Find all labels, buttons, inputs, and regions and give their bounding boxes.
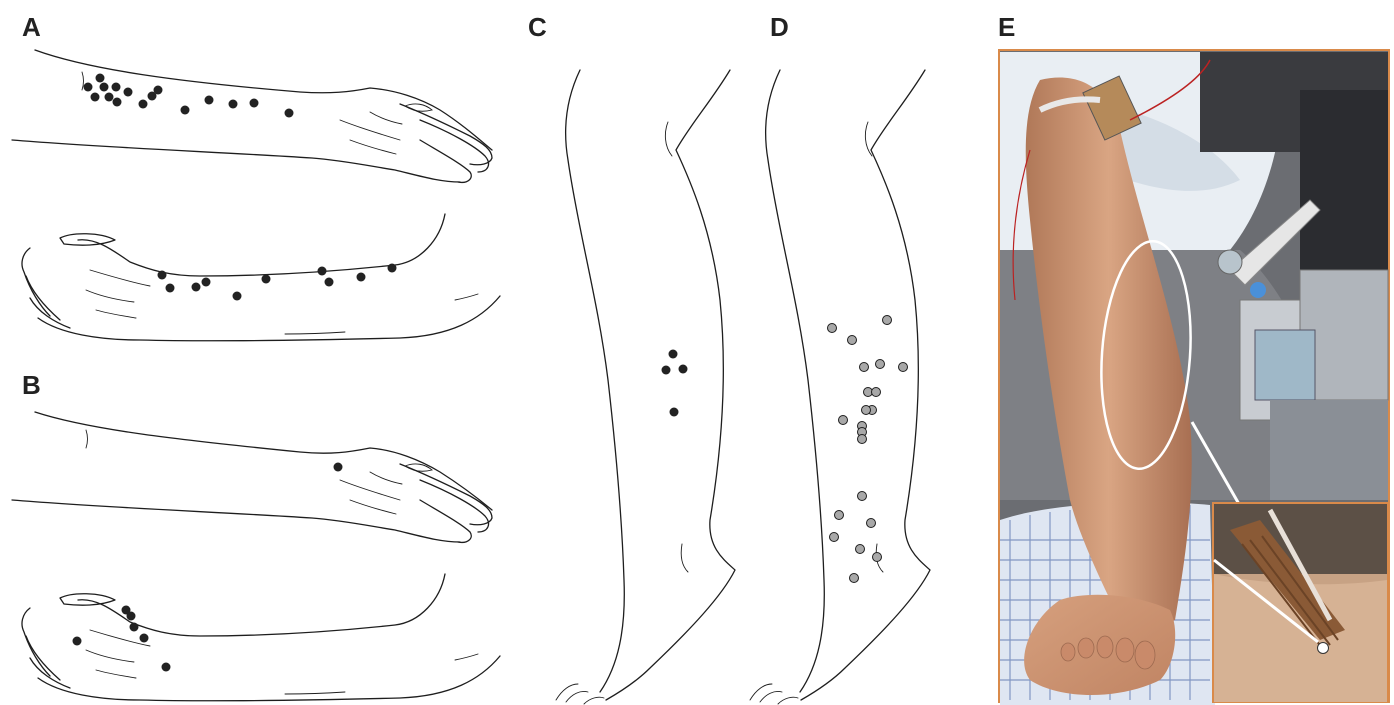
stimulation-site-dot (192, 283, 201, 292)
stimulation-site-dot (839, 416, 848, 425)
stimulation-site-dot (679, 365, 688, 374)
stimulation-site-dot (96, 74, 105, 83)
stimulation-site-dot (285, 109, 294, 118)
stimulation-sites-d (828, 316, 908, 583)
stimulation-site-dot (100, 83, 109, 92)
stimulation-site-dot (127, 612, 136, 621)
arm-a-dorsal (12, 50, 492, 182)
stimulation-site-dot (388, 264, 397, 273)
stimulation-site-dot (229, 100, 238, 109)
stimulation-site-dot (850, 574, 859, 583)
stimulation-site-dot (835, 511, 844, 520)
stimulation-site-dot (858, 435, 867, 444)
stimulation-site-dot (856, 545, 865, 554)
stimulation-sites-a-dorsal (84, 74, 294, 118)
stimulation-site-dot (334, 463, 343, 472)
stimulation-site-dot (670, 408, 679, 417)
stimulation-site-dot (233, 292, 242, 301)
stimulation-site-dot (858, 492, 867, 501)
stimulation-site-dot (166, 284, 175, 293)
stimulation-site-dot (876, 360, 885, 369)
stimulation-site-dot (867, 519, 876, 528)
leg-d (750, 70, 930, 704)
stimulation-site-dot (91, 93, 100, 102)
arm-b-palmar (22, 574, 500, 701)
stimulation-sites-c (662, 350, 688, 417)
stimulation-site-dot (872, 388, 881, 397)
stimulation-site-dot (250, 99, 259, 108)
stimulation-site-dot (73, 637, 82, 646)
stimulation-site-dot (124, 88, 133, 97)
stimulation-site-dot (357, 273, 366, 282)
arm-b-dorsal (12, 412, 492, 542)
stimulation-site-dot (139, 100, 148, 109)
stimulation-site-dot (154, 86, 163, 95)
stimulation-site-dot (860, 363, 869, 372)
arm-a-palmar (22, 214, 500, 341)
stimulation-site-dot (862, 406, 871, 415)
stimulation-site-dot (84, 83, 93, 92)
stimulation-site-dot (205, 96, 214, 105)
stimulation-site-dot (883, 316, 892, 325)
stimulation-site-dot (662, 366, 671, 375)
leg-c (556, 70, 735, 704)
stimulation-site-dot (158, 271, 167, 280)
stimulation-site-dot (848, 336, 857, 345)
stimulation-site-dot (112, 83, 121, 92)
stimulation-site-dot (873, 553, 882, 562)
photo-e-inset (1213, 503, 1388, 702)
stimulation-site-dot (828, 324, 837, 333)
stimulation-site-dot (202, 278, 211, 287)
stimulation-site-dot (162, 663, 171, 672)
stimulation-site-dot (113, 98, 122, 107)
stimulation-site-dot (262, 275, 271, 284)
stimulation-site-dot (669, 350, 678, 359)
stimulation-site-dot (899, 363, 908, 372)
stimulation-site-dot (318, 267, 327, 276)
stimulation-site-dot (181, 106, 190, 115)
stimulation-site-dot (830, 533, 839, 542)
stimulation-site-dot (140, 634, 149, 643)
stimulation-site-dot (130, 623, 139, 632)
stimulation-site-dot (105, 93, 114, 102)
stimulation-site-dot (325, 278, 334, 287)
stimulation-sites-b-dorsal (334, 463, 343, 472)
